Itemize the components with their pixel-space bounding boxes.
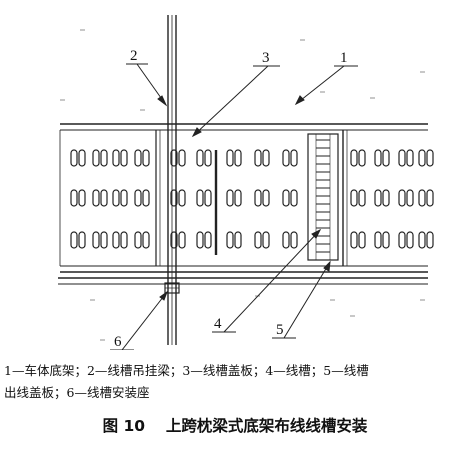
hole-pair: [398, 149, 414, 167]
hole-pair: [112, 149, 128, 167]
hole-pair: [70, 149, 86, 167]
callout-1: 1: [340, 50, 348, 66]
hole-pair: [70, 189, 86, 207]
hole-pair: [134, 149, 150, 167]
hole-pair: [196, 149, 212, 167]
hole-pair: [112, 189, 128, 207]
hole-pair: [70, 231, 86, 249]
hole-pair: [254, 149, 270, 167]
hole-pair: [254, 231, 270, 249]
car-underframe: [58, 277, 428, 285]
hole-pair: [226, 231, 242, 249]
hole-pair: [112, 231, 128, 249]
hole-pair: [92, 149, 108, 167]
hole-pair: [92, 231, 108, 249]
wire-tray-body: [59, 123, 428, 273]
hole-pair: [134, 189, 150, 207]
hole-pair: [282, 189, 298, 207]
outlet-cover-plate: [307, 130, 348, 266]
figure-number: 图 10: [102, 417, 146, 435]
callout-3: 3: [262, 50, 270, 66]
hole-pair: [134, 231, 150, 249]
callout-4: 4: [214, 316, 222, 332]
background-specks: [60, 29, 425, 341]
figure-title: 上跨枕梁式底架布线线槽安装: [165, 417, 368, 435]
hole-pair: [374, 149, 390, 167]
leader-lines: [110, 63, 358, 351]
legend-line-1: 1—车体底架；2—线槽吊挂梁；3—线槽盖板；4—线槽；5—线槽: [4, 363, 369, 378]
hole-pair: [254, 189, 270, 207]
outlet-ladder: [316, 139, 330, 253]
tray-mounting-base: [164, 282, 180, 294]
hole-pair: [398, 189, 414, 207]
callout-2: 2: [130, 48, 138, 64]
hole-pair: [418, 231, 434, 249]
figure-caption: 图 10 上跨枕梁式底架布线线槽安装: [0, 414, 470, 436]
hole-pair: [226, 149, 242, 167]
hole-pair: [282, 149, 298, 167]
perforation-holes: [70, 149, 434, 249]
hole-pair: [350, 149, 366, 167]
hole-pair: [374, 189, 390, 207]
hole-pair: [350, 189, 366, 207]
callout-6: 6: [114, 334, 122, 350]
hole-pair: [170, 149, 186, 167]
hole-pair: [170, 231, 186, 249]
hole-pair: [226, 189, 242, 207]
tray-cover-plate: [155, 130, 218, 266]
hole-pair: [282, 231, 298, 249]
hole-pair: [92, 189, 108, 207]
hole-pair: [398, 231, 414, 249]
hole-pair: [350, 231, 366, 249]
hole-pair: [170, 189, 186, 207]
tray-installation-drawing: 2 3 1 4 5 6: [58, 15, 434, 351]
hole-pair: [196, 189, 212, 207]
hole-pair: [196, 231, 212, 249]
drawing-svg: 2 3 1 4 5 6: [58, 15, 434, 351]
callout-5: 5: [276, 322, 284, 338]
hole-pair: [418, 149, 434, 167]
legend: 1—车体底架；2—线槽吊挂梁；3—线槽盖板；4—线槽；5—线槽 出线盖板；6—线…: [4, 360, 468, 404]
hole-pair: [374, 231, 390, 249]
hanging-beam: [167, 15, 177, 345]
hole-pair: [418, 189, 434, 207]
legend-line-2: 出线盖板；6—线槽安装座: [4, 385, 150, 400]
